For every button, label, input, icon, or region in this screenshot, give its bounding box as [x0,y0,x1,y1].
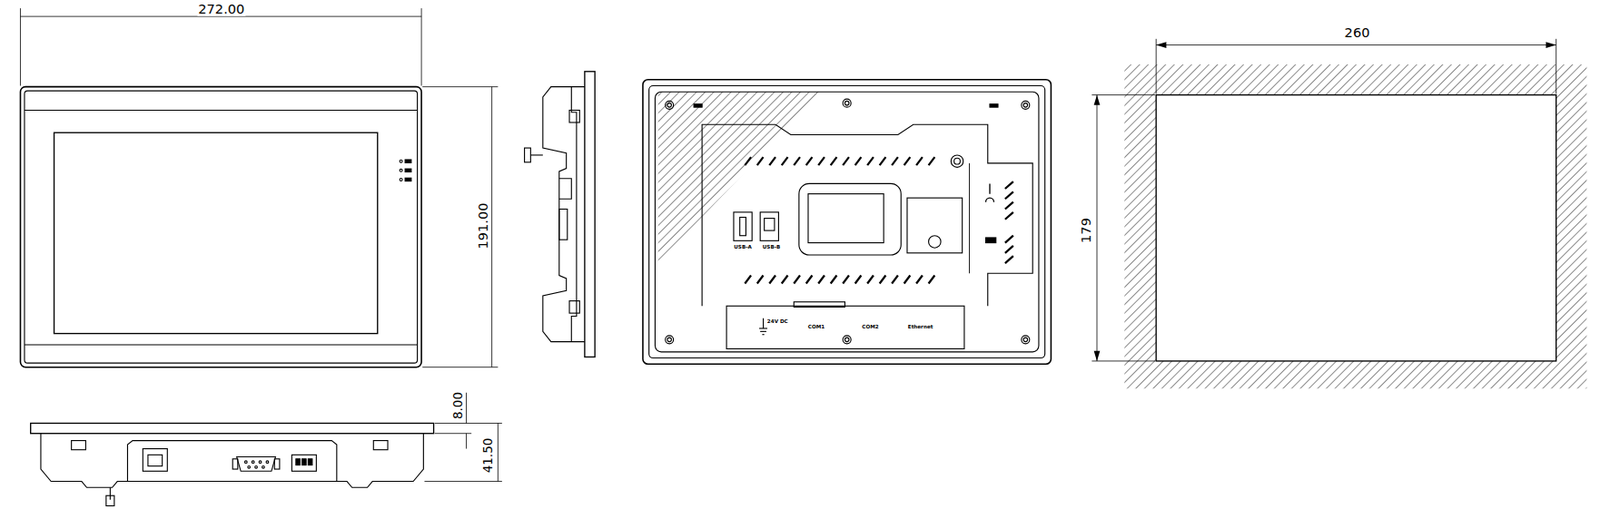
port-label: Ethernet [907,325,935,331]
dimension-value: 272.00 [197,2,246,17]
side-view [524,71,596,358]
bottom-view [30,393,503,507]
dimension-value: 179 [1078,217,1093,245]
port-label: COM1 [807,325,826,331]
dimension-value: 8.00 [452,391,465,421]
dimension-value: 41.50 [483,437,495,475]
port-label: USB-B [761,245,781,251]
dimension-value: 191.00 [475,202,490,251]
port-label: COM2 [860,325,880,331]
back-view [642,79,1051,366]
power-label: 24V DC [766,319,790,326]
dimension-value: 260 [1343,26,1372,40]
front-view [19,8,498,368]
port-label: USB-A [732,245,753,251]
panel-cutout [1091,39,1587,389]
